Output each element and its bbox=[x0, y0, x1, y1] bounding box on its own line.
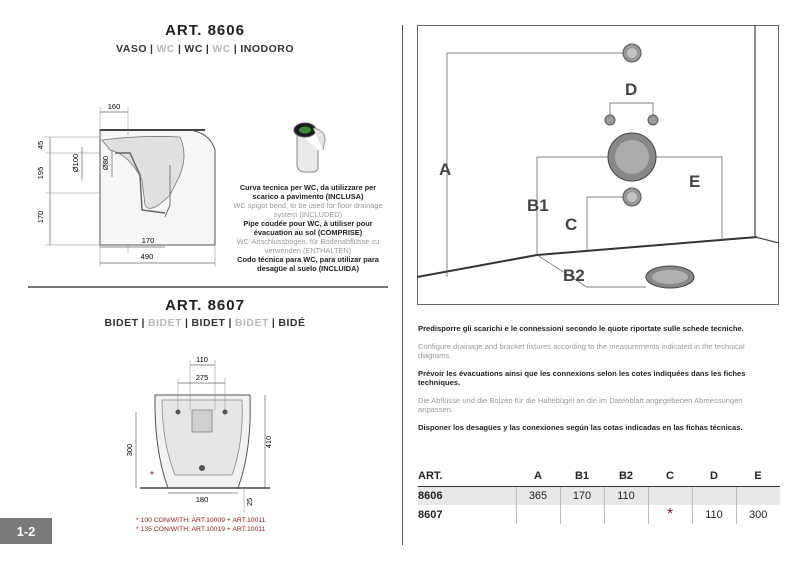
cell-a bbox=[515, 505, 560, 524]
cell-b1: 170 bbox=[559, 486, 604, 505]
header-a: A bbox=[516, 466, 560, 487]
cell-d: 110 bbox=[691, 505, 736, 524]
cell-e: 300 bbox=[735, 505, 780, 524]
table-header-row: ART. A B1 B2 C D E bbox=[418, 466, 780, 487]
table-row: 8607 * 110 300 bbox=[418, 505, 780, 524]
caption-es: Codo técnica para WC, para utilizar para… bbox=[237, 255, 379, 273]
art-8607-title: ART. 8607 bbox=[165, 297, 245, 314]
label-a: A bbox=[439, 160, 451, 179]
dimensions-table: ART. A B1 B2 C D E 8606 365 170 110 8607… bbox=[418, 466, 780, 524]
dim-d100: Ø100 bbox=[71, 154, 80, 172]
page-tab: 1-2 bbox=[0, 518, 52, 544]
spigot-caption: Curva tecnica per WC, da utilizzare per … bbox=[233, 183, 383, 273]
dim-160: 160 bbox=[108, 102, 121, 111]
header-e: E bbox=[736, 466, 780, 487]
dim-180: 180 bbox=[196, 495, 209, 504]
header-b2: B2 bbox=[604, 466, 648, 487]
dim-25: 25 bbox=[245, 498, 254, 506]
cell-c bbox=[647, 486, 692, 505]
dim-110: 110 bbox=[196, 355, 208, 364]
footnote-2: * 135 CON/WITH: ART.10019 + ART.10011 bbox=[136, 526, 266, 533]
cell-c: * bbox=[647, 505, 692, 524]
note-de: Die Abflüsse und die Bolzen für die Halt… bbox=[418, 395, 743, 415]
section-divider bbox=[28, 286, 388, 288]
art-8606-names: VASO|WC|WC|WC|INODORO bbox=[116, 43, 294, 55]
name-it: BIDET bbox=[104, 317, 139, 329]
header-d: D bbox=[692, 466, 736, 487]
cell-d bbox=[691, 486, 736, 505]
name-es: INODORO bbox=[240, 43, 294, 55]
dim-195: 195 bbox=[36, 167, 45, 180]
caption-de: WC-Anschlussbogen, für Bodenabflüsse zu … bbox=[236, 237, 380, 255]
dim-d80: Ø80 bbox=[101, 156, 110, 170]
name-es: BIDÉ bbox=[278, 317, 306, 329]
note-en: Configure drainage and bracket fixtures … bbox=[418, 341, 745, 361]
dim-170-h: 170 bbox=[36, 211, 45, 224]
dim-170: 170 bbox=[142, 236, 155, 245]
name-de: WC bbox=[212, 43, 231, 55]
name-en: WC bbox=[156, 43, 175, 55]
caption-fr: Pipe coudée pour WC, à utiliser pour éva… bbox=[243, 219, 373, 237]
dim-410: 410 bbox=[264, 436, 273, 449]
caption-en: WC spigot bend, to be used for floor dra… bbox=[233, 201, 383, 219]
column-divider bbox=[402, 25, 403, 545]
name-fr: WC bbox=[184, 43, 203, 55]
table-row: 8606 365 170 110 bbox=[418, 486, 780, 505]
label-d: D bbox=[625, 80, 637, 99]
instructions: Predisporre gli scarichi e le connession… bbox=[418, 324, 768, 432]
note-fr: Prévoir les évacuations ainsi que les co… bbox=[418, 368, 746, 388]
dim-490: 490 bbox=[141, 252, 154, 261]
name-it: VASO bbox=[116, 43, 147, 55]
cell-b1 bbox=[559, 505, 604, 524]
label-b2: B2 bbox=[563, 266, 585, 285]
name-de: BIDET bbox=[234, 317, 269, 329]
label-c: C bbox=[565, 215, 577, 234]
cell-art: 8607 bbox=[418, 508, 443, 521]
cell-a: 365 bbox=[515, 486, 560, 505]
label-b1: B1 bbox=[527, 196, 549, 215]
note-it: Predisporre gli scarichi e le connession… bbox=[418, 324, 744, 333]
dim-45: 45 bbox=[36, 141, 45, 149]
spigot-bend-icon bbox=[293, 122, 326, 173]
caption-it: Curva tecnica per WC, da utilizzare per … bbox=[239, 183, 377, 201]
dim-275: 275 bbox=[196, 373, 209, 382]
cell-art: 8606 bbox=[418, 486, 516, 505]
art-8607-names: BIDET|BIDET|BIDET|BIDET|BIDÉ bbox=[104, 317, 306, 329]
bidet-front-drawing: 110 275 300 * 410 180 25 bbox=[125, 355, 273, 512]
wc-side-drawing: 160 45 195 170 Ø100 Ø80 170 490 bbox=[36, 102, 216, 267]
art-8606-title: ART. 8606 bbox=[165, 22, 245, 39]
header-b1: B1 bbox=[560, 466, 604, 487]
header-c: C bbox=[648, 466, 692, 487]
label-e: E bbox=[689, 172, 700, 191]
name-fr: BIDET bbox=[191, 317, 226, 329]
note-es: Disponer los desagües y las conexiones s… bbox=[418, 422, 743, 432]
cell-b2 bbox=[603, 505, 648, 524]
name-en: BIDET bbox=[148, 317, 182, 329]
cell-e bbox=[735, 486, 780, 505]
wall-diagram: A B1 C D E B2 bbox=[417, 25, 779, 305]
footnote-1: * 100 CON/WITH: ART.10009 + ART.10011 bbox=[136, 517, 266, 524]
dim-star: * bbox=[150, 470, 154, 481]
cell-b2: 110 bbox=[603, 486, 648, 505]
header-art: ART. bbox=[418, 466, 516, 487]
dim-300: 300 bbox=[125, 444, 134, 457]
